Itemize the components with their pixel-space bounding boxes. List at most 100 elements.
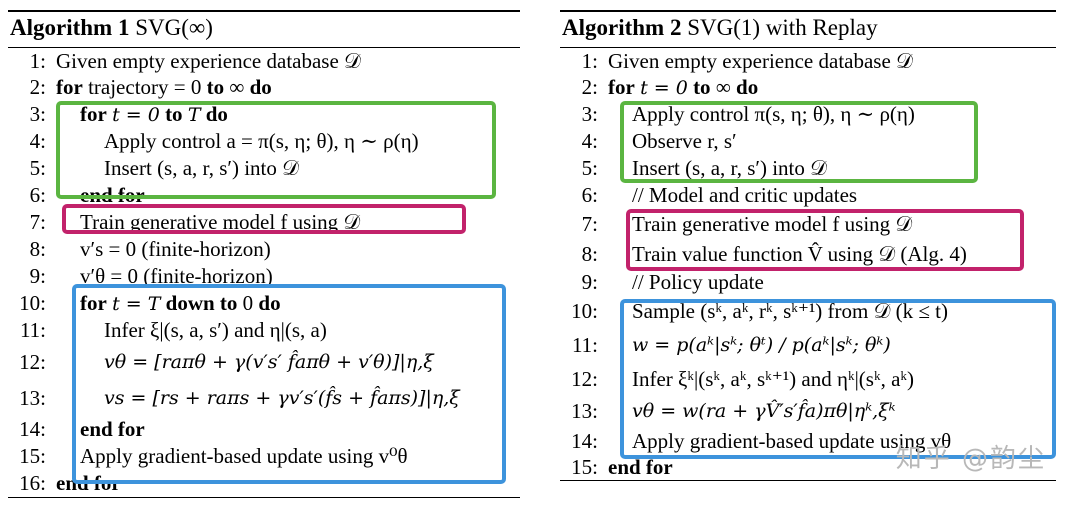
line-number: 15: [19, 444, 46, 468]
line-text: Apply control a = π(s, η; θ), η ∼ ρ(η) [104, 129, 419, 153]
algo1-line-12: 12: vθ = [raπθ + γ(v′s′ f̂aπθ + v′θ)]|η,ξ [8, 344, 520, 380]
magenta-highlight-box [62, 204, 466, 234]
line-text: Observe r, s′ [632, 129, 737, 153]
blue-highlight-box [620, 299, 1056, 459]
line-number: 12: [19, 349, 46, 374]
line-number: 5: [581, 156, 598, 180]
keyword: do [258, 291, 281, 315]
algo1-line-11: 11: Infer ξ|(s, a, s′) and η|(s, a) [8, 317, 520, 344]
line-text: v′s = 0 (finite-horizon) [80, 237, 271, 261]
line-number: 12: [571, 366, 598, 391]
line-number: 14: [571, 428, 598, 453]
line-number: 5: [29, 156, 46, 180]
keyword: to [693, 75, 711, 99]
algorithm-2-block: Algorithm 2 SVG(1) with Replay 1:Given e… [560, 10, 1056, 481]
algo2-line-3: 3: Apply control π(s, η; θ), η ∼ ρ(η) [560, 101, 1056, 128]
line-number: 10: [19, 291, 46, 315]
algo2-line-14: 14:Apply gradient-based update using vθ [560, 428, 1056, 454]
line-number: 14: [19, 417, 46, 441]
line-number: 11: [571, 332, 598, 357]
bottom-rule [8, 497, 520, 498]
line-number: 11: [19, 318, 46, 342]
line-text: 0 [242, 291, 254, 315]
line-number: 8: [29, 237, 46, 261]
keyword: to [165, 102, 183, 126]
title-rule [8, 47, 520, 48]
line-text: trajectory = 0 [88, 75, 202, 99]
keyword: for [56, 75, 83, 99]
line-text: Insert (s, a, r, s′) into 𝒟 [104, 156, 299, 180]
algorithm-2-title: Algorithm 2 SVG(1) with Replay [560, 12, 1056, 44]
watermark: 知乎 @韵尘 [895, 444, 1046, 474]
line-number: 6: [581, 183, 598, 207]
algorithm-1-title: Algorithm 1 SVG(∞) [8, 12, 520, 44]
algo1-line-8: 8: v′s = 0 (finite-horizon) [8, 236, 520, 263]
line-text: // Model and critic updates [632, 183, 858, 207]
algo1-line-14: 14: end for [8, 416, 520, 443]
line-number: 8: [581, 241, 598, 266]
keyword: to [206, 75, 225, 99]
line-text: Train value function V̂ using 𝒟 (Alg. 4) [632, 241, 967, 266]
algorithm-2-lines: 1:Given empty experience database 𝒟 2: fo… [560, 48, 1056, 480]
line-text: t = 0 [640, 77, 688, 99]
line-number: 2: [29, 75, 46, 99]
algo1-line-5: 5: Insert (s, a, r, s′) into 𝒟 [8, 155, 520, 182]
algo2-line-9: 9: // Policy update [560, 269, 1056, 296]
line-text: T [187, 104, 201, 126]
algo2-line-7: 7: Train generative model f using 𝒟 [560, 209, 1056, 239]
line-number: 7: [29, 210, 46, 234]
line-number: 13: [19, 385, 46, 410]
line-text: vθ = [raπθ + γ(v′s′ f̂aπθ + v′θ)]|η,ξ [104, 351, 434, 373]
algo1-line-15: 15: Apply gradient-based update using v⁰θ [8, 443, 520, 470]
line-text: t = T [112, 293, 161, 315]
algo1-line-4: 4:Apply control a = π(s, η; θ), η ∼ ρ(η) [8, 128, 520, 155]
algo2-line-2: 2:for t = 0 to ∞ do [560, 74, 1056, 101]
algo2-line-13: 13: vθ = w(ra + γV̂′s′f̂a)πθ|ηᵏ,ξᵏ [560, 394, 1056, 428]
algo2-line-11: 11:w = p(aᵏ|sᵏ; θᵗ) / p(aᵏ|sᵏ; θᵏ) [560, 326, 1056, 364]
algorithm-2-label: Algorithm 2 [562, 15, 682, 40]
keyword: do [249, 75, 272, 99]
green-highlight-box [56, 101, 496, 199]
algo2-line-8: 8: Train value function V̂ using 𝒟 (Alg. … [560, 239, 1056, 269]
line-text: vθ = w(ra + γV̂′s′f̂a)πθ|ηᵏ,ξᵏ [632, 400, 896, 422]
title-rule [560, 47, 1056, 48]
line-number: 16: [19, 471, 46, 495]
algorithm-1-label: Algorithm 1 [10, 15, 130, 40]
line-number: 15: [571, 454, 598, 479]
algo2-line-4: 4: Observe r, s′ [560, 128, 1056, 155]
line-number: 3: [581, 102, 598, 126]
bottom-rule [560, 480, 1056, 481]
line-number: 2: [581, 75, 598, 99]
keyword: end for [80, 417, 145, 441]
algo1-line-13: 13:vs = [rs + raπs + γv′s′(f̂s + f̂aπs)]… [8, 380, 520, 416]
line-number: 9: [581, 270, 598, 294]
line-text: Apply gradient-based update using v⁰θ [80, 444, 408, 468]
line-number: 3: [29, 102, 46, 126]
algorithm-1-block: Algorithm 1 SVG(∞) 1:Given empty experie… [8, 10, 520, 498]
keyword: for [80, 291, 107, 315]
line-text: // Policy update [632, 270, 764, 294]
line-number: 9: [29, 264, 46, 288]
line-text: Train generative model f using 𝒟 [632, 211, 913, 236]
keyword: do [736, 75, 759, 99]
keyword: do [205, 102, 228, 126]
green-highlight-box [620, 101, 978, 183]
line-number: 13: [571, 398, 598, 423]
line-number: 4: [581, 129, 598, 153]
blue-highlight-box [72, 284, 506, 484]
keyword: for [608, 75, 635, 99]
line-number: 7: [581, 211, 598, 236]
line-text: Given empty experience database 𝒟 [56, 48, 361, 73]
algorithm-1-name: SVG(∞) [135, 15, 213, 40]
algo2-line-1: 1:Given empty experience database 𝒟 [560, 48, 1056, 74]
line-text: Infer ξᵏ|(sᵏ, aᵏ, sᵏ⁺¹) and ηᵏ|(sᵏ, aᵏ) [632, 366, 915, 391]
algo2-line-12: 12: Infer ξᵏ|(sᵏ, aᵏ, sᵏ⁺¹) and ηᵏ|(sᵏ, a… [560, 364, 1056, 394]
algo1-line-10: 10:for t = T down to 0 do [8, 290, 520, 317]
line-number: 6: [29, 183, 46, 207]
algo2-line-6: 6: // Model and critic updates [560, 182, 1056, 209]
line-text: ∞ [229, 75, 245, 99]
line-text: Infer ξ|(s, a, s′) and η|(s, a) [104, 318, 327, 342]
line-text: Apply control π(s, η; θ), η ∼ ρ(η) [632, 102, 915, 126]
line-text: t = 0 [112, 104, 160, 126]
top-rule [560, 10, 1056, 12]
